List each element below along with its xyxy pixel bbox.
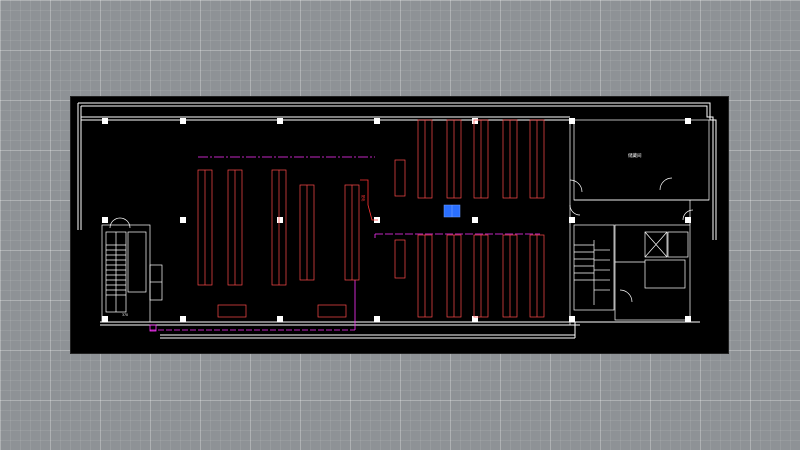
- dimension-label: 370: [122, 313, 128, 317]
- left-stair: [101, 217, 163, 323]
- red-notation: 配电: [360, 179, 378, 221]
- columns: [102, 118, 691, 322]
- svg-text:配电: 配电: [361, 195, 366, 202]
- electrical-runs: [149, 156, 540, 332]
- shelving-right: [394, 119, 545, 318]
- exterior-walls: [77, 102, 717, 339]
- room-label-storage: 储藏间: [628, 152, 642, 159]
- right-service-core: [569, 119, 710, 325]
- shelving-left: [197, 169, 360, 318]
